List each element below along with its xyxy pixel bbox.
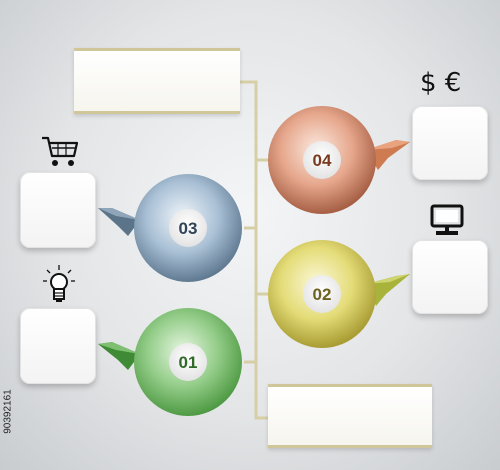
step-label-01: 01 xyxy=(179,353,198,372)
side-id-label: 90392161 xyxy=(2,389,14,434)
lightbulb-icon xyxy=(43,265,75,302)
step-circle-02: 02 xyxy=(268,240,376,348)
step-circle-04: 04 xyxy=(268,106,376,214)
card-01 xyxy=(20,308,96,384)
arrow-03 xyxy=(98,208,140,236)
card-02 xyxy=(412,240,488,314)
connector-lines xyxy=(240,80,270,420)
step-label-03: 03 xyxy=(179,219,198,238)
card-04 xyxy=(412,106,488,180)
arrow-02 xyxy=(366,274,410,306)
computer-monitor-icon xyxy=(430,204,464,235)
step-circle-03: 03 xyxy=(134,174,242,282)
arrow-04 xyxy=(366,140,410,170)
bottom-banner xyxy=(268,384,432,448)
top-banner xyxy=(74,48,240,114)
step-label-02: 02 xyxy=(313,285,332,304)
currency-icon: $ € xyxy=(420,68,462,98)
step-circle-01: 01 xyxy=(134,308,242,416)
step-label-04: 04 xyxy=(313,151,332,170)
card-03 xyxy=(20,172,96,248)
shopping-cart-icon xyxy=(42,136,79,166)
side-id-text: 90392161 xyxy=(2,362,14,462)
arrow-01 xyxy=(98,342,140,370)
